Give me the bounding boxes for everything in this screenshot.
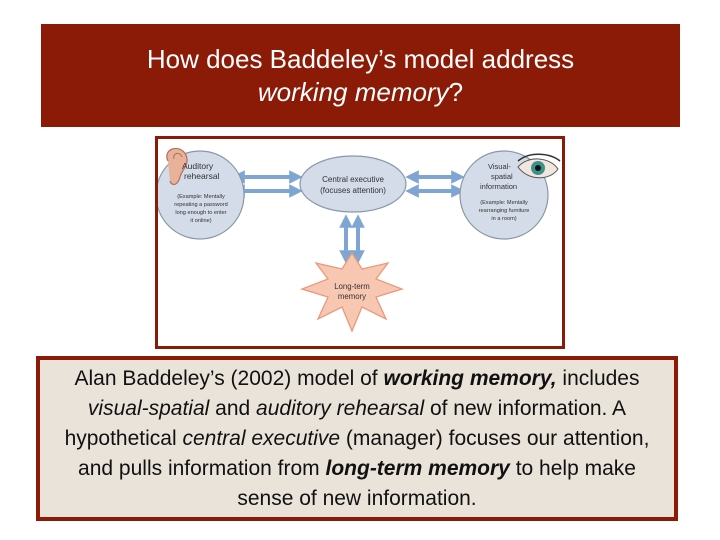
central-executive-node: Central executive (focuses attention) [299, 155, 407, 213]
auditory-title-1: Auditory [182, 161, 214, 171]
visual-example-1: (Example: Mentally [480, 200, 528, 206]
title-question-mark: ? [448, 76, 464, 107]
long-term-star [300, 251, 404, 333]
visual-title-2: spatial [491, 172, 513, 181]
caption-working-memory: working memory, [383, 366, 557, 390]
caption-part-1: Alan Baddeley’s (2002) model of [74, 366, 384, 390]
eye-icon [517, 153, 561, 179]
auditory-rehearsal-node: Auditory rehearsal (Example: Mentally re… [155, 147, 245, 240]
title-emphasis: working memory [257, 76, 449, 107]
caption-long-term-memory: long-term memory [325, 456, 510, 480]
title-band: How does Baddeley’s model address workin… [41, 24, 680, 127]
caption-part-4: of new information. A hypothetical [64, 396, 627, 450]
caption-box: Alan Baddeley’s (2002) model of working … [36, 356, 678, 521]
longterm-line-1: Long-term [334, 282, 370, 291]
auditory-example-4: it online) [190, 218, 211, 224]
central-line-2: (focuses attention) [320, 186, 386, 195]
caption-part-6: to help make sense of new information. [237, 456, 636, 510]
caption-visual-spatial: visual-spatial [87, 396, 210, 420]
caption-part-3: and [209, 396, 257, 420]
arrow-central-longterm [339, 214, 365, 264]
auditory-title-2: rehearsal [184, 171, 220, 181]
longterm-line-2: memory [338, 292, 366, 301]
ear-icon [166, 147, 188, 186]
caption-auditory-rehearsal: auditory rehearsal [256, 396, 425, 420]
auditory-example-1: (Example: Mentally [177, 194, 225, 200]
diagram-frame: Auditory rehearsal (Example: Mentally re… [155, 136, 565, 349]
auditory-example-3: long enough to enter [175, 210, 226, 216]
title-line-2: working memory? [258, 76, 463, 109]
auditory-example-2: repeating a password [174, 202, 228, 208]
caption-part-2: includes [556, 366, 640, 390]
central-ellipse [299, 155, 407, 213]
visual-title-3: information [480, 182, 517, 191]
caption-part-5: (manager) focuses our attention, and pul… [78, 426, 650, 480]
arrow-central-visual [405, 170, 465, 198]
long-term-memory-node: Long-term memory [300, 251, 404, 333]
caption-central-executive: central executive [182, 426, 341, 450]
arrow-auditory-central [231, 170, 303, 198]
visual-example-3: in a room) [491, 216, 516, 222]
title-line-1: How does Baddeley’s model address [146, 43, 575, 74]
central-line-1: Central executive [322, 175, 384, 184]
visual-title-1: Visual- [488, 162, 511, 171]
baddeley-diagram: Auditory rehearsal (Example: Mentally re… [155, 147, 561, 333]
caption-text: Alan Baddeley’s (2002) model of working … [40, 364, 674, 514]
visual-example-2: rearranging furniture [479, 208, 530, 214]
visual-spatial-node: Visual- spatial information (Example: Me… [459, 150, 561, 240]
